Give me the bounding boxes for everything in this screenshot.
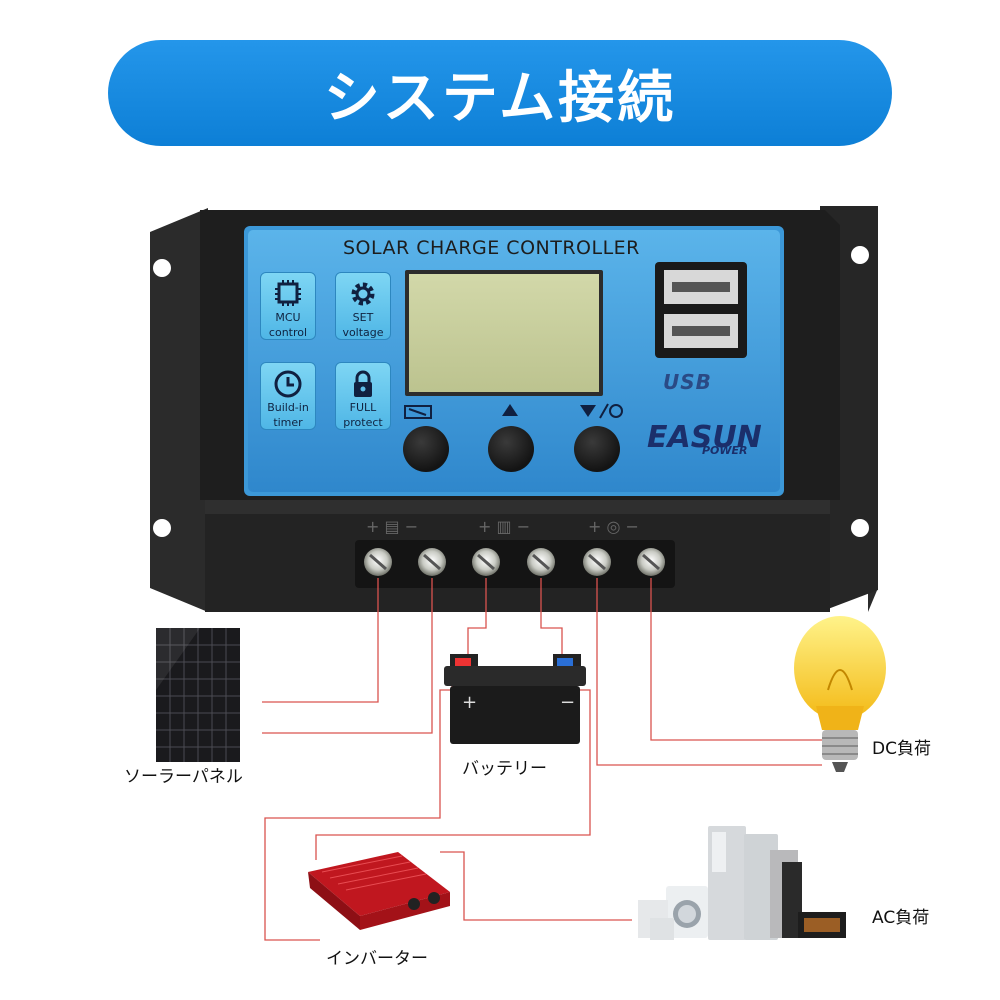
up-arrow-icon	[502, 404, 518, 416]
set-voltage-badge: SET voltage	[335, 272, 391, 340]
up-button[interactable]	[488, 426, 534, 472]
svg-text:−: −	[560, 692, 575, 713]
appliances-image	[638, 826, 846, 940]
brand-logo-sub: POWER	[702, 444, 748, 457]
lcd-screen	[405, 270, 603, 396]
svg-text:+ ◎ −: + ◎ −	[588, 517, 639, 536]
gear-icon	[351, 282, 375, 306]
feature-label: control	[268, 326, 308, 339]
svg-text:+ ▤ −: + ▤ −	[366, 517, 418, 536]
battery-label: バッテリー	[460, 754, 549, 779]
menu-icon	[404, 405, 432, 419]
mount-hole	[851, 519, 869, 537]
inverter-label: インバーター	[324, 944, 430, 969]
down-button[interactable]	[574, 426, 620, 472]
mcu-control-badge: MCU control	[260, 272, 316, 340]
feature-label: FULL	[349, 401, 377, 414]
usb-label: USB	[663, 370, 712, 394]
brand-logo: EASUN	[647, 420, 762, 455]
inverter-image	[308, 852, 450, 930]
solar-panel-label: ソーラーパネル	[122, 762, 245, 787]
feature-label: voltage	[342, 326, 384, 339]
feature-label: protect	[343, 416, 383, 429]
light-bulb-image	[794, 616, 886, 772]
feature-label: timer	[273, 416, 303, 429]
chip-icon	[275, 280, 301, 306]
lock-icon	[354, 370, 372, 397]
terminal-markings: + ▤ − + ▥ − + ◎ −	[366, 517, 639, 536]
menu-button[interactable]	[403, 426, 449, 472]
controller-header: SOLAR CHARGE CONTROLLER	[343, 237, 640, 259]
mount-hole	[153, 519, 171, 537]
usb-ports	[655, 262, 747, 358]
title-banner: システム接続	[108, 40, 892, 146]
mount-hole	[153, 259, 171, 277]
mount-hole	[851, 246, 869, 264]
feature-label: SET	[352, 311, 374, 324]
clock-icon	[274, 370, 302, 398]
terminal-screws	[364, 548, 665, 576]
battery-image: + −	[444, 654, 586, 744]
page-title: システム接続	[323, 65, 677, 131]
full-protect-badge: FULL protect	[335, 362, 391, 430]
dc-load-label: DC負荷	[870, 734, 933, 759]
down-arrow-icon	[580, 403, 623, 419]
build-in-timer-badge: Build-in timer	[260, 362, 316, 430]
feature-label: Build-in	[267, 401, 309, 414]
feature-label: MCU	[275, 311, 301, 324]
terminal-strip	[355, 540, 675, 588]
ac-load-label: AC負荷	[870, 903, 932, 928]
solar-panel-image	[156, 628, 240, 764]
svg-text:+ ▥ −: + ▥ −	[478, 517, 530, 536]
svg-text:+: +	[462, 692, 477, 713]
